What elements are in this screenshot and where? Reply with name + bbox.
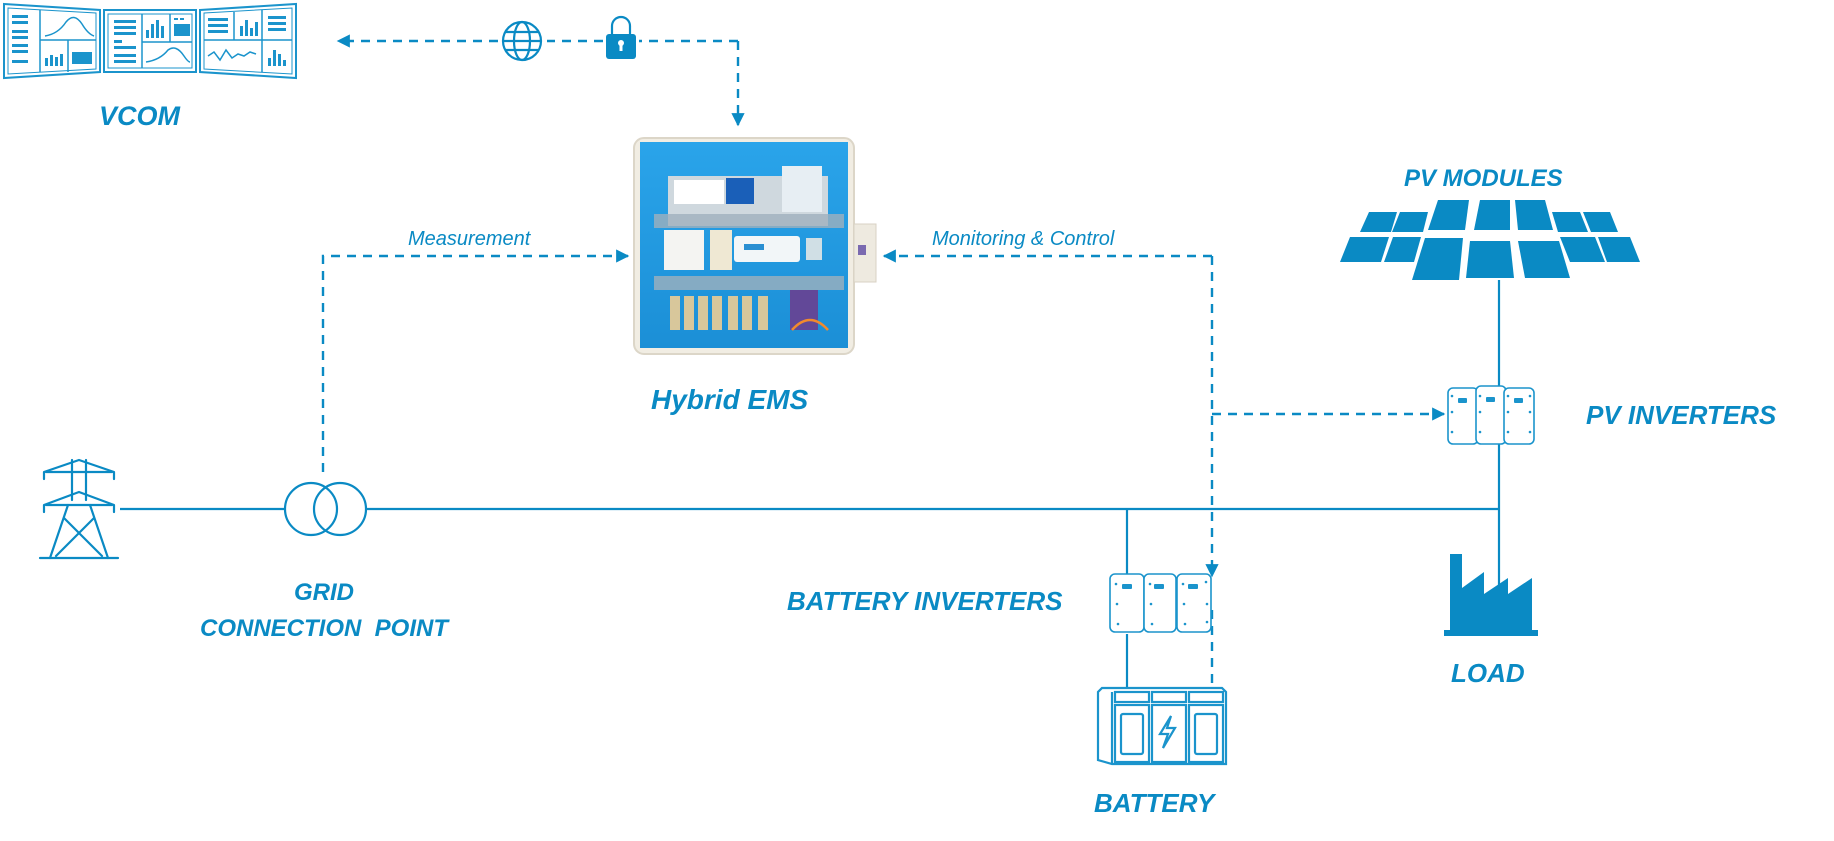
grid-label-line2: CONNECTION POINT	[200, 615, 450, 642]
vcom-label: VCOM	[99, 101, 181, 131]
monitoring-control-label: Monitoring & Control	[932, 228, 1115, 250]
battery-label: BATTERY	[1094, 788, 1217, 818]
dashboard-monitors-icon	[3, 2, 297, 80]
pv-inverters-label: PV INVERTERS	[1586, 400, 1777, 430]
cloud-link-connector	[336, 34, 745, 127]
solar-panel-icon	[1340, 200, 1640, 280]
lock-icon	[606, 15, 636, 59]
control-cabinet-image	[633, 137, 877, 355]
transformer-icon	[283, 481, 368, 537]
hybrid-ems-label: Hybrid EMS	[651, 384, 808, 415]
battery-storage-icon	[1096, 686, 1228, 766]
globe-icon	[501, 20, 543, 62]
monitoring-control-connector	[882, 249, 1446, 690]
grid-label-line1: GRID	[294, 579, 354, 606]
power-pylon-icon	[38, 458, 120, 560]
factory-icon	[1444, 554, 1538, 636]
battery-inverters-label: BATTERY INVERTERS	[787, 586, 1063, 616]
battery-inverters-icon	[1109, 573, 1212, 633]
pv-inverters-icon	[1447, 385, 1535, 445]
load-label: LOAD	[1451, 658, 1525, 688]
measurement-connector	[321, 249, 630, 472]
measurement-label: Measurement	[408, 228, 532, 250]
pv-modules-label: PV MODULES	[1404, 165, 1563, 192]
